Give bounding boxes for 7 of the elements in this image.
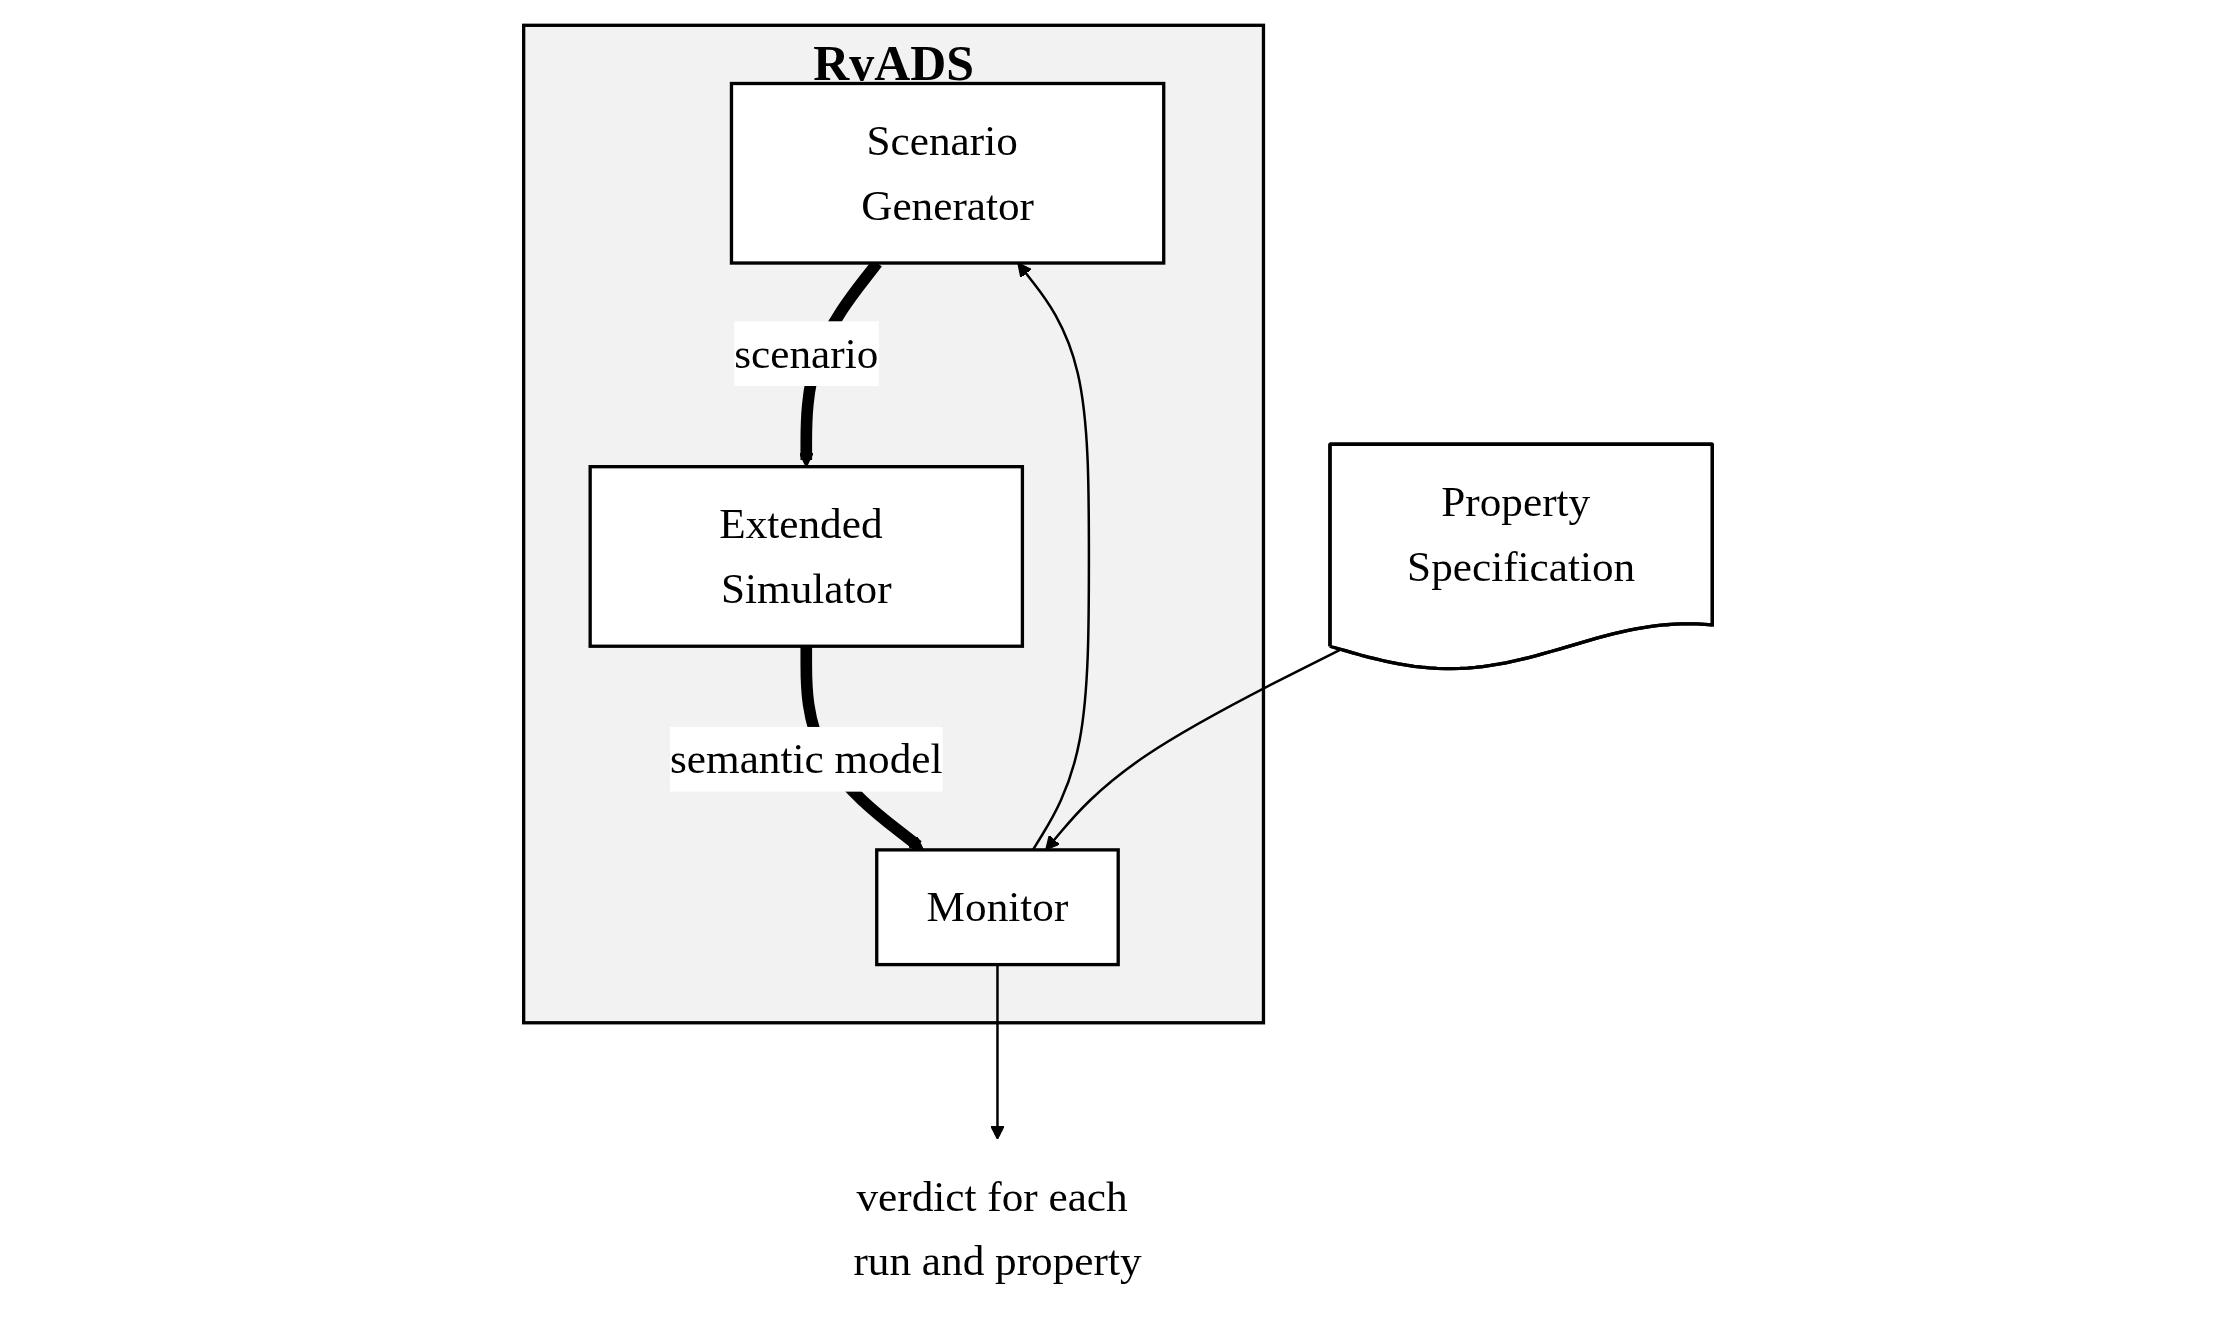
arrow (990, 964, 1005, 1140)
edge-label: semantic model (670, 735, 943, 784)
node-box: Monitor (875, 848, 1120, 967)
node-text: verdict for each run and property (853, 1172, 1142, 1286)
node-box: Scenario Generator (729, 81, 1166, 265)
edge-label: scenario (734, 329, 879, 378)
node-box: Extended Simulator (588, 465, 1025, 648)
